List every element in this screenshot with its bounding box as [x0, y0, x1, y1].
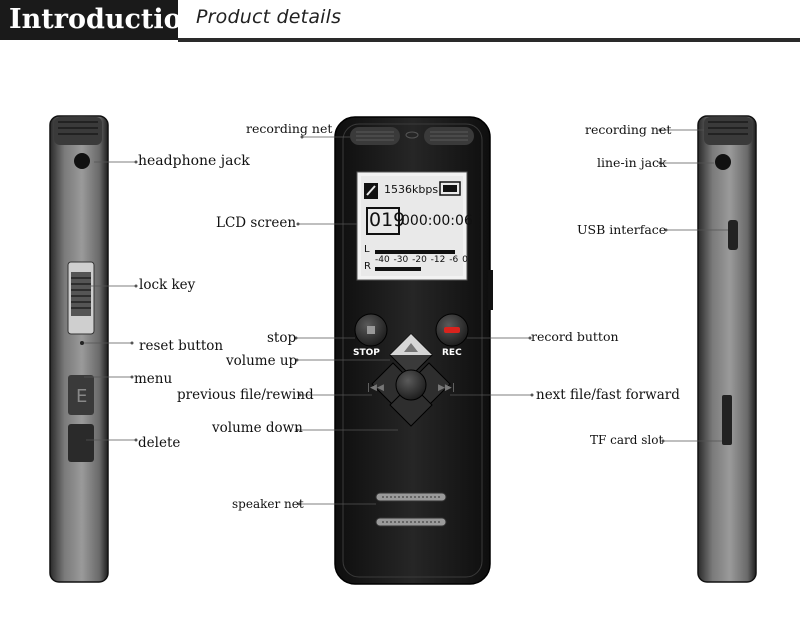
label-speaker-net: speaker net [232, 497, 304, 511]
headphone-jack-port [74, 153, 90, 169]
right-side-view [697, 115, 757, 583]
front-view: |◀◀ ▶▶| [334, 116, 493, 585]
label-usb-interface: USB interface [577, 222, 667, 237]
label-volume-down: volume down [212, 420, 303, 436]
label-record-button: record button [531, 329, 619, 344]
screen-db-scale: -40 -30 -20 -12 -6 0 [375, 255, 468, 265]
label-headphone-jack: headphone jack [138, 153, 250, 169]
stop-button-caption: STOP [353, 348, 380, 358]
label-volume-up: volume up [226, 353, 298, 369]
screen-channel-r: R [364, 261, 371, 272]
header-divider [178, 38, 800, 42]
left-side-view: E [49, 115, 109, 583]
label-menu: menu [134, 371, 173, 387]
section-subtitle: Product details [196, 6, 342, 28]
label-tf-card-slot: TF card slot [590, 433, 664, 447]
tf-card-slot-port [722, 395, 732, 445]
screen-file-number: 019 [369, 209, 406, 231]
leader-lines [84, 129, 728, 505]
screen-time: 000:00:06 [401, 213, 473, 229]
svg-text:|◀◀: |◀◀ [367, 383, 384, 393]
label-lock-key: lock key [139, 277, 196, 293]
label-recording-net-left: recording net [246, 121, 333, 136]
section-title: Introduction [0, 0, 201, 40]
label-stop: stop [267, 330, 297, 346]
label-previous-file: previous file/rewind [177, 387, 314, 403]
svg-text:▶▶|: ▶▶| [438, 383, 455, 393]
header-bar: Introduction Product details [0, 0, 800, 46]
label-lcd-screen: LCD screen [216, 215, 297, 231]
line-in-jack-port [715, 154, 731, 170]
label-line-in-jack: line-in jack [597, 155, 667, 170]
screen-channel-l: L [364, 244, 370, 255]
rec-button-caption: REC [442, 348, 462, 358]
label-next-file: next file/fast forward [536, 387, 680, 403]
svg-text:E: E [76, 386, 87, 407]
label-delete: delete [138, 435, 181, 451]
label-reset-button: reset button [139, 338, 224, 354]
label-recording-net-right: recording net [585, 122, 672, 137]
screen-bitrate: 1536kbps [384, 183, 439, 196]
usb-port [728, 220, 738, 250]
